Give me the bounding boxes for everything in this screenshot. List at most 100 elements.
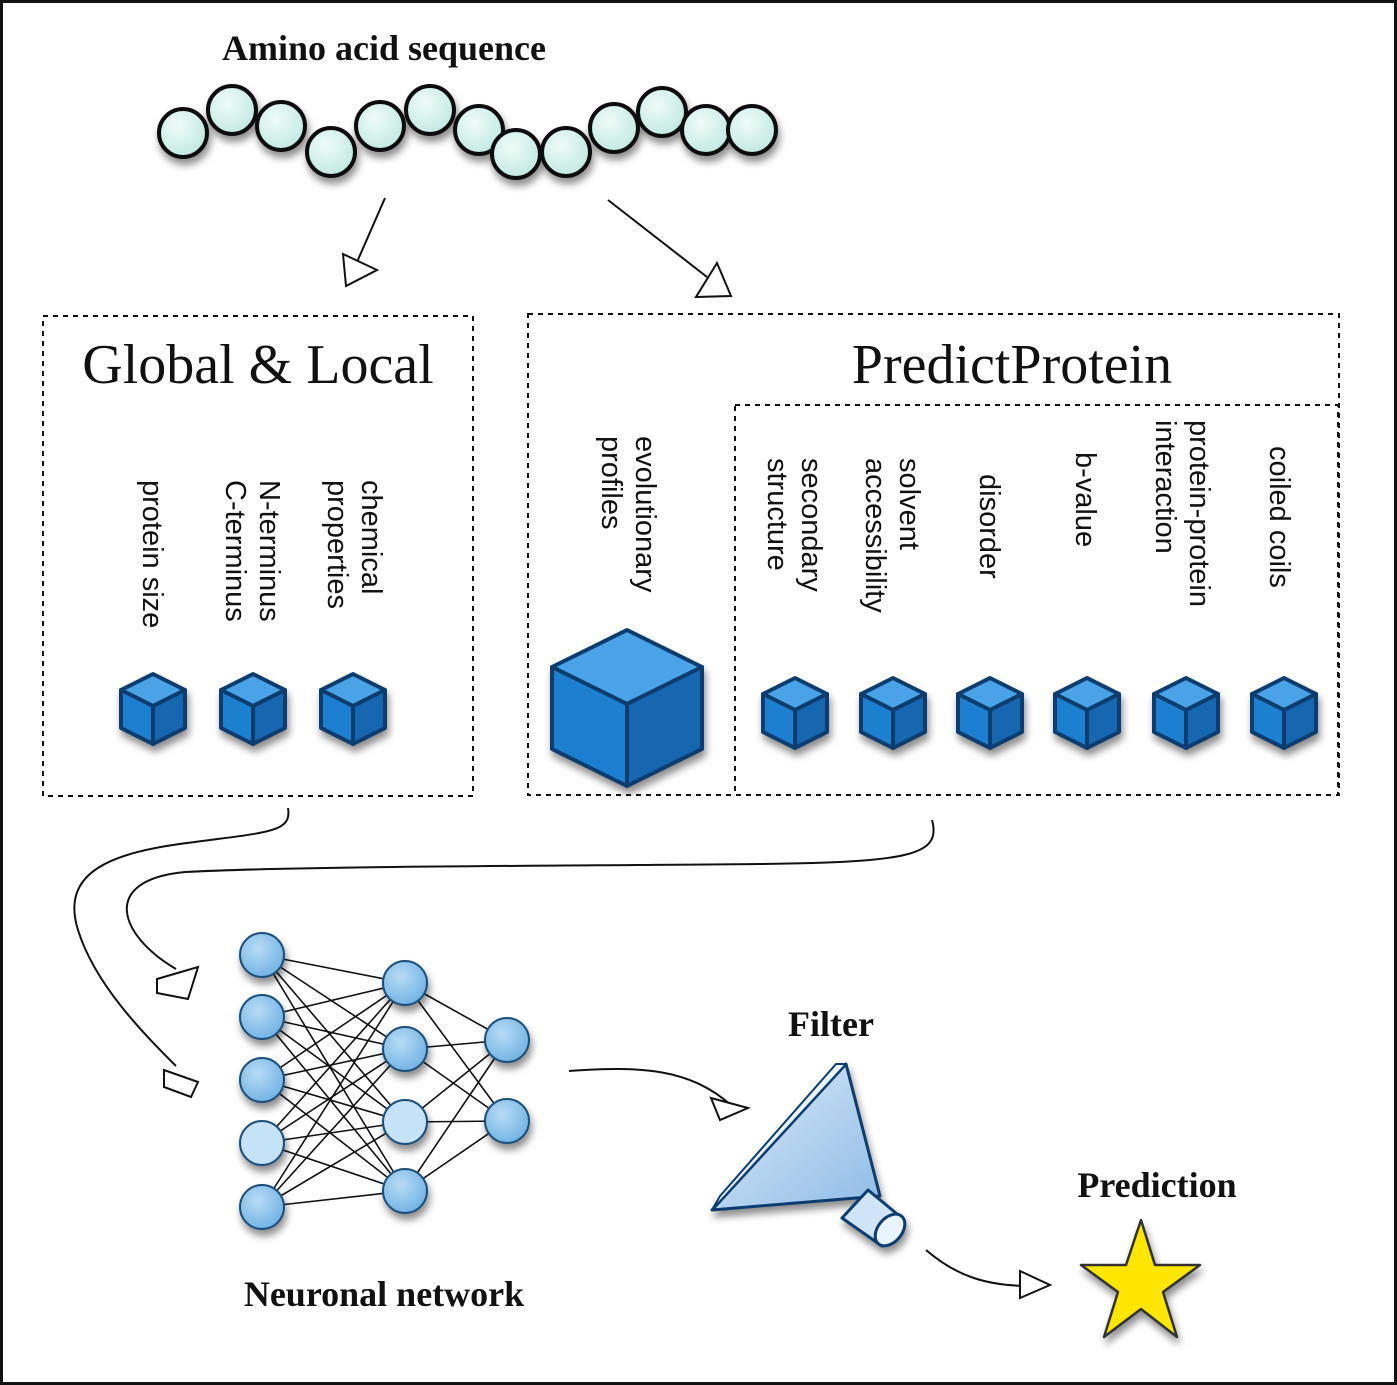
arrow-global-local-to-network xyxy=(73,807,290,1099)
network-edge xyxy=(261,982,406,1144)
amino-acid-bead xyxy=(636,86,688,138)
amino-acid-bead xyxy=(588,102,640,154)
amino-acid-bead xyxy=(726,104,778,156)
prediction-label: Prediction xyxy=(1077,1165,1236,1205)
predictprotein-feature-label: coiled coils xyxy=(1263,446,1295,588)
network-edge xyxy=(404,982,508,1122)
predictprotein-feature-label: disorder xyxy=(973,474,1005,579)
neuron xyxy=(382,960,428,1006)
feature-cube xyxy=(1152,676,1220,750)
global-local-title: Global & Local xyxy=(82,334,433,396)
network-edge xyxy=(261,1048,406,1208)
network-edge xyxy=(261,954,406,1050)
neuron xyxy=(239,994,285,1040)
network-edge xyxy=(261,954,406,984)
feature-label-line: disorder xyxy=(973,474,1005,579)
arrow-filter-to-prediction xyxy=(925,1249,1053,1300)
network-edge xyxy=(261,1079,406,1123)
filter-funnel xyxy=(710,1062,907,1248)
amino-acid-bead xyxy=(354,100,406,152)
predictprotein-inner-box xyxy=(734,404,1339,796)
neuron xyxy=(382,1099,428,1145)
feature-label-line: evolutionary xyxy=(629,436,661,593)
arrow-to-global-local xyxy=(341,197,386,288)
network-edge xyxy=(261,982,406,1081)
feature-cube xyxy=(319,672,387,746)
feature-label-line: protein-protein xyxy=(1183,420,1215,607)
amino-acid-bead xyxy=(540,126,592,178)
predictprotein-title: PredictProtein xyxy=(852,334,1172,396)
neuron xyxy=(239,1057,285,1103)
amino-acid-bead xyxy=(206,84,258,136)
network-edge xyxy=(261,1121,406,1144)
network-edge xyxy=(261,1048,406,1081)
amino-acid-bead xyxy=(490,128,542,180)
feature-label-line: interaction xyxy=(1149,420,1181,554)
evolutionary-profiles-cube xyxy=(550,628,704,788)
amino-acid-bead xyxy=(404,84,456,136)
neuron xyxy=(382,1168,428,1214)
feature-cube xyxy=(956,676,1024,750)
network-edge xyxy=(261,954,406,1192)
arrow-predictprotein-to-network xyxy=(125,819,935,1001)
neuron xyxy=(239,1120,285,1166)
feature-label-line: N-terminus xyxy=(253,480,285,622)
amino-acid-bead xyxy=(255,100,307,152)
network-edge xyxy=(261,1142,406,1192)
predictprotein-cubes xyxy=(761,676,1318,750)
prediction-star xyxy=(1079,1218,1202,1339)
feature-label-line: secondary xyxy=(795,458,827,592)
network-edge xyxy=(261,1016,406,1192)
feature-label-line: profiles xyxy=(595,436,627,530)
predictprotein-feature-label: b-value xyxy=(1069,452,1101,547)
neuronal-network-label: Neuronal network xyxy=(244,1274,524,1314)
global-local-cubes xyxy=(119,672,387,746)
network-edge xyxy=(261,954,406,1123)
feature-cube xyxy=(219,672,287,746)
amino-acid-sequence-heading: Amino acid sequence xyxy=(222,28,546,68)
feature-label-line: coiled coils xyxy=(1263,446,1295,588)
network-edge xyxy=(404,1039,508,1192)
network-neurons xyxy=(239,932,530,1230)
network-edge xyxy=(261,1121,406,1208)
network-edge xyxy=(261,1190,406,1208)
global-local-feature-label: protein size xyxy=(136,480,168,628)
network-edge xyxy=(261,982,406,1208)
amino-acid-chain xyxy=(157,84,778,180)
neuron xyxy=(239,1184,285,1230)
network-edge xyxy=(261,1079,406,1192)
amino-acid-bead xyxy=(453,104,505,156)
feature-label-line: b-value xyxy=(1069,452,1101,547)
feature-cube xyxy=(859,676,927,750)
feature-cube xyxy=(1250,676,1318,750)
amino-acid-bead xyxy=(157,107,209,159)
feature-label-line: chemical xyxy=(355,480,387,594)
arrow-network-to-filter xyxy=(568,1068,752,1122)
filter-label: Filter xyxy=(788,1004,874,1044)
global-local-box xyxy=(42,315,474,797)
neuron xyxy=(484,1098,530,1144)
feature-label-line: properties xyxy=(321,480,353,609)
amino-acid-bead xyxy=(680,104,732,156)
feature-label-line: C-terminus xyxy=(219,480,251,622)
feature-cube xyxy=(761,676,829,750)
network-edge xyxy=(261,982,406,1018)
feature-cube xyxy=(1053,676,1121,750)
feature-cube xyxy=(119,672,187,746)
neuron xyxy=(239,932,285,978)
feature-label-line: accessibility xyxy=(859,458,891,613)
network-edge xyxy=(261,1016,406,1050)
network-edge xyxy=(261,1016,406,1123)
neuron xyxy=(484,1017,530,1063)
